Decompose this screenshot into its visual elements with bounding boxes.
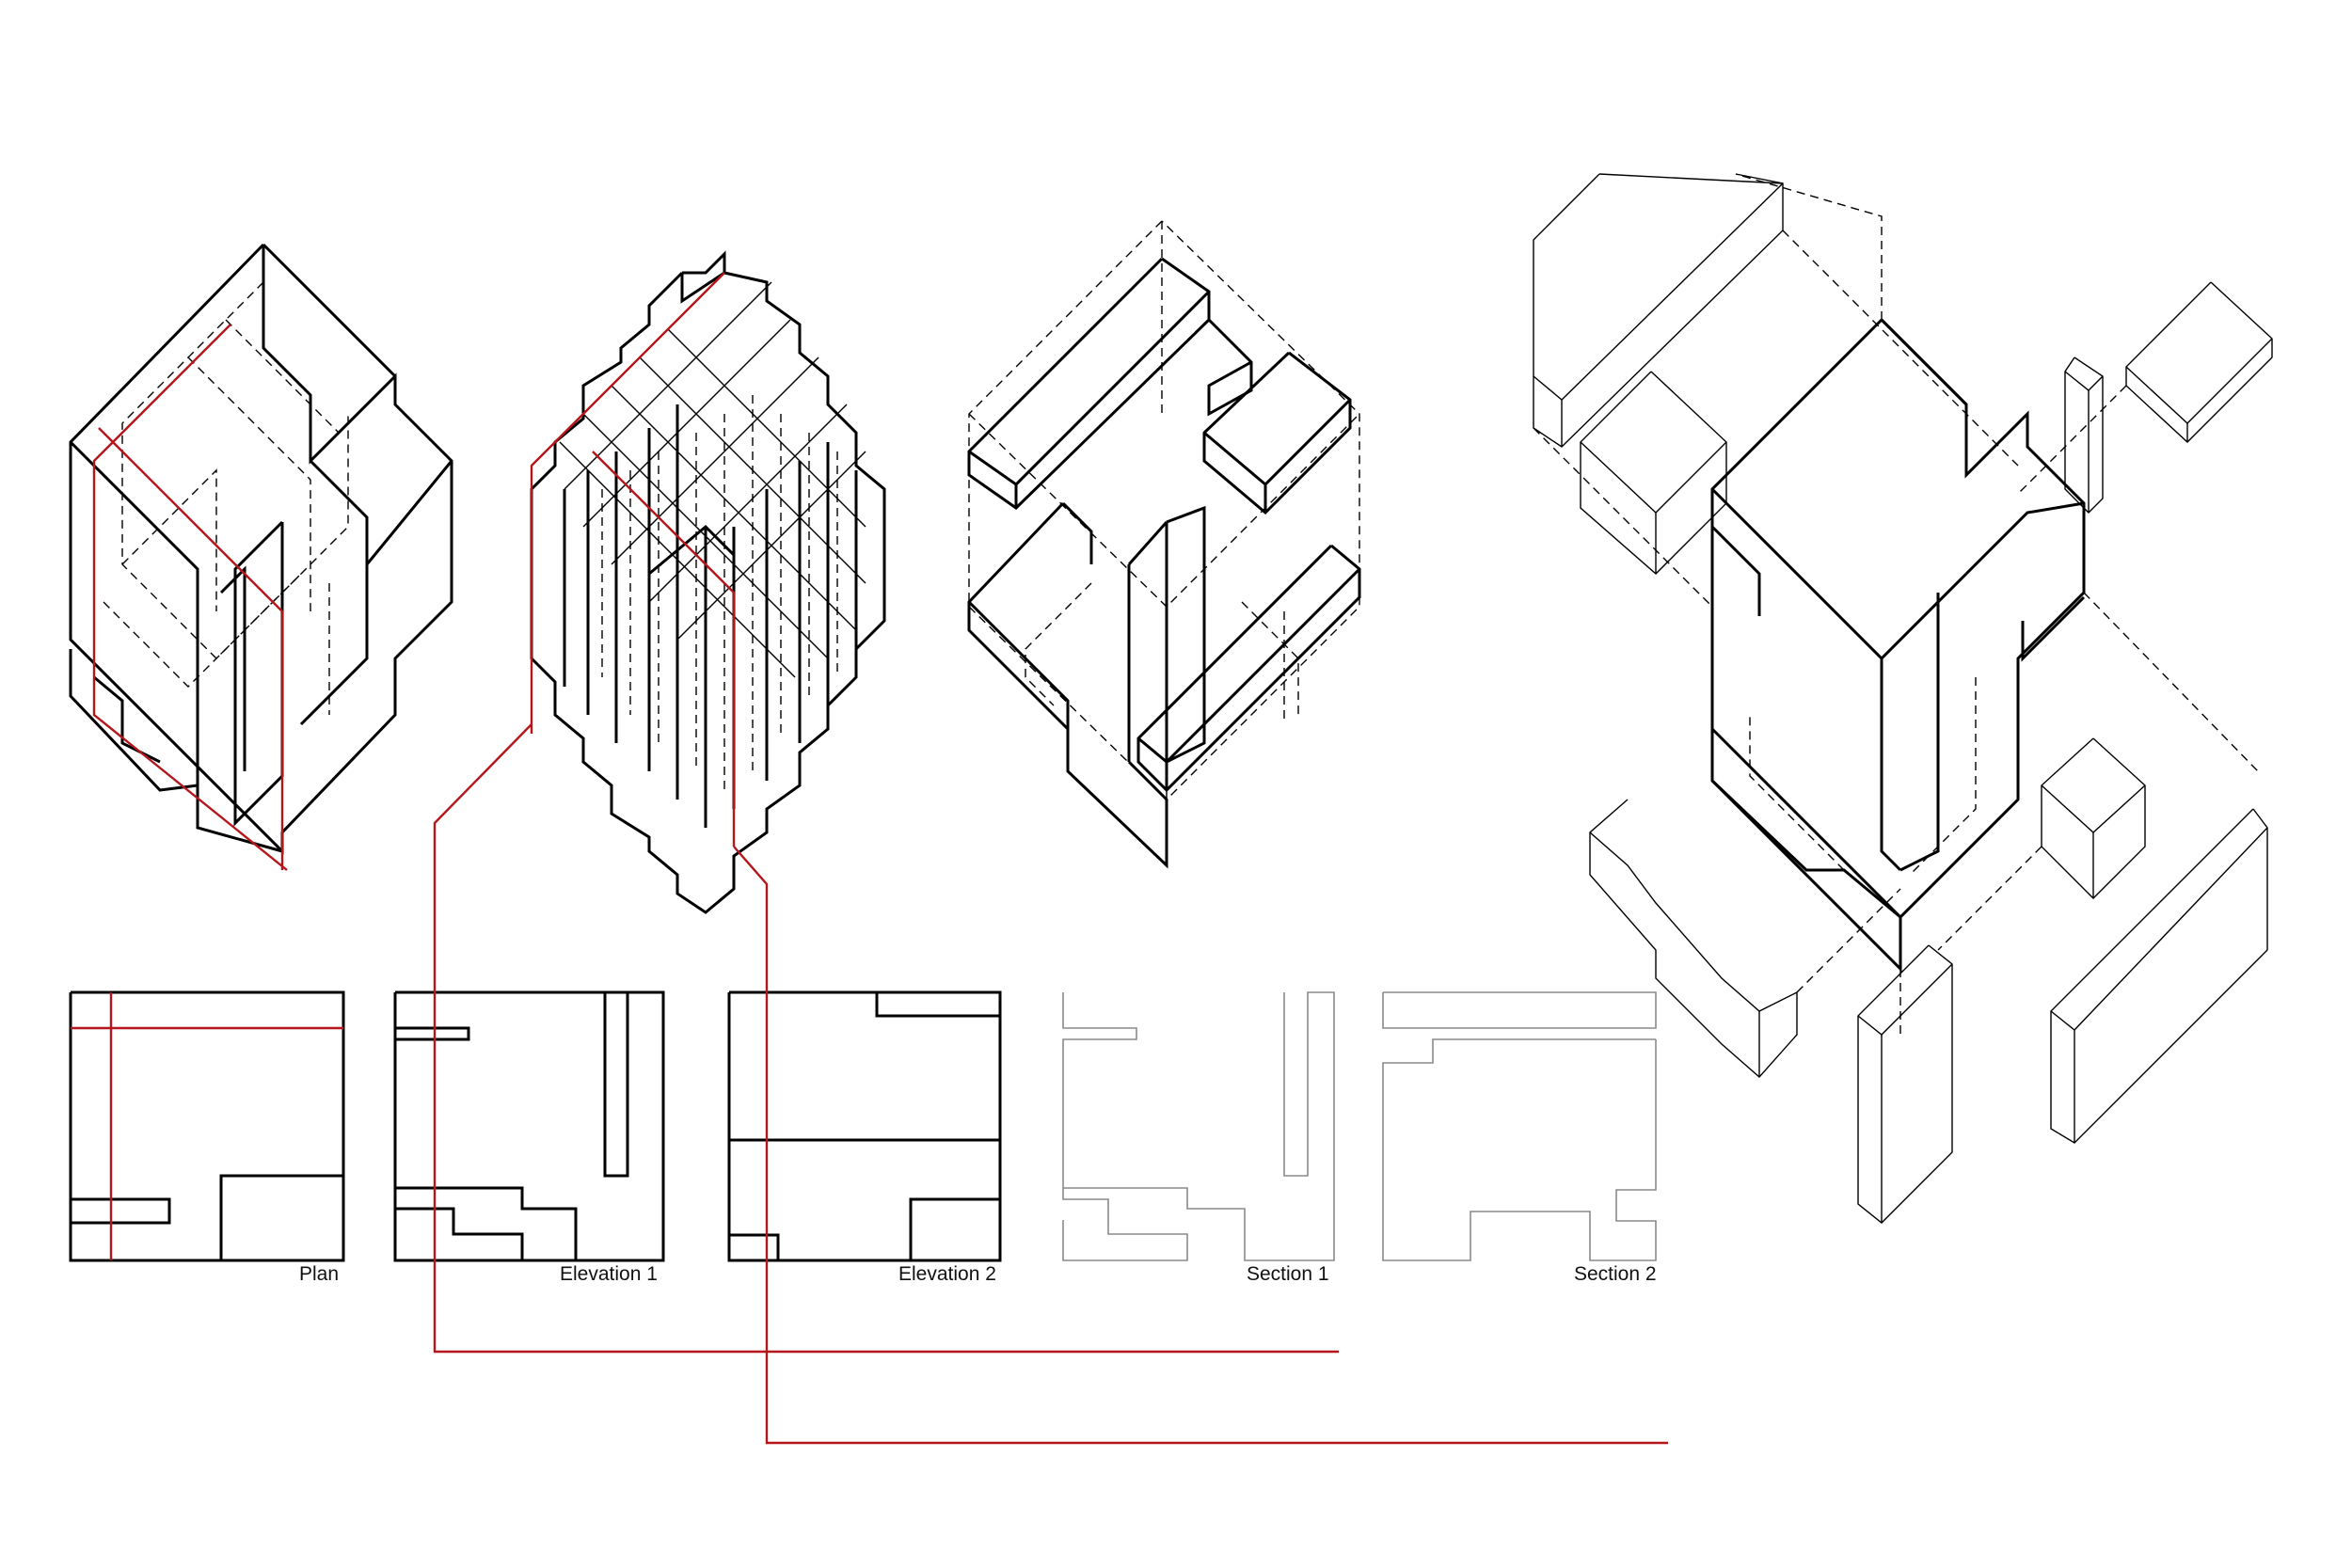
section-2-drawing bbox=[1382, 991, 1657, 1261]
elevation-2-label: Elevation 2 bbox=[898, 1263, 996, 1285]
plan-drawing bbox=[69, 990, 345, 1262]
section-1-label: Section 1 bbox=[1247, 1263, 1329, 1285]
axonometric-massing bbox=[69, 243, 453, 871]
axonometric-wireframe bbox=[967, 220, 1361, 869]
plan-label: Plan bbox=[299, 1263, 340, 1285]
elevation-2-drawing bbox=[727, 990, 1002, 1262]
section-2-label: Section 2 bbox=[1574, 1263, 1657, 1285]
section-1-drawing bbox=[1062, 991, 1335, 1261]
cut-leader-lines bbox=[433, 723, 1668, 1445]
elevation-1-label: Elevation 1 bbox=[560, 1263, 658, 1285]
axonometric-sliced-lattice bbox=[530, 250, 886, 914]
axonometric-exploded bbox=[1533, 173, 2273, 1224]
